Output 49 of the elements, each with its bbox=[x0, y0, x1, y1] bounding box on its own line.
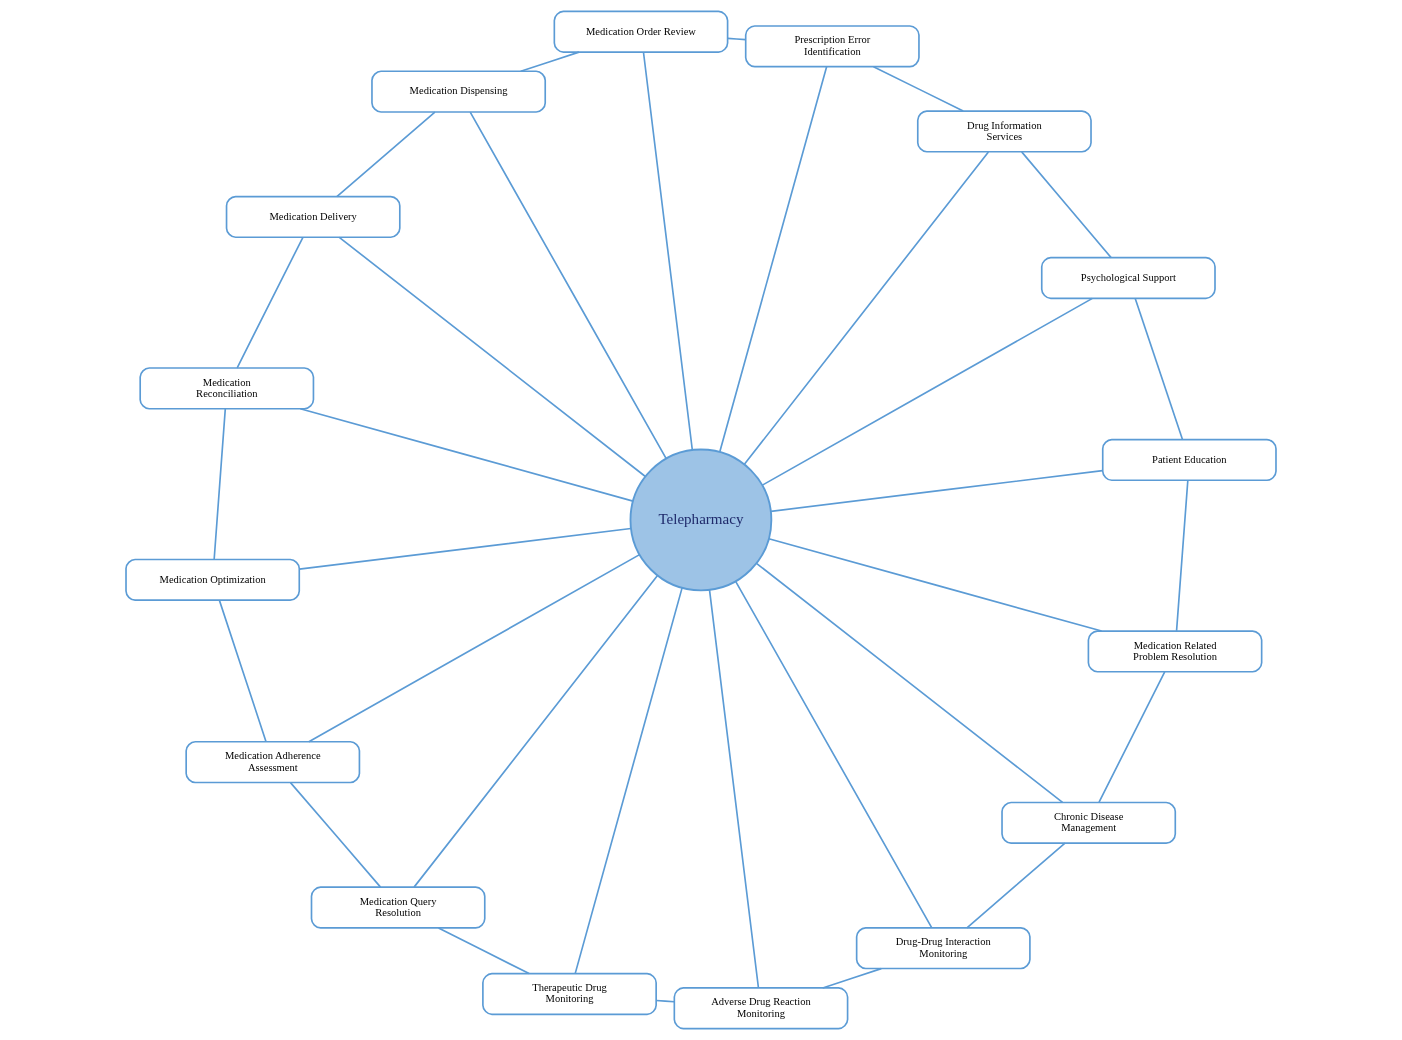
connector bbox=[308, 553, 641, 743]
connector bbox=[708, 589, 760, 989]
node-box: Therapeutic Drug Monitoring bbox=[482, 972, 657, 1016]
connector bbox=[1098, 671, 1166, 803]
connector bbox=[655, 999, 675, 1003]
node-box: Chronic Disease Management bbox=[1001, 801, 1177, 844]
node-box: Medication Optimization bbox=[125, 558, 301, 601]
connector bbox=[336, 111, 436, 198]
node-box: Adverse Drug Reaction Monitoring bbox=[673, 987, 849, 1030]
connector bbox=[1134, 297, 1184, 441]
connector bbox=[298, 527, 632, 571]
connector bbox=[761, 297, 1094, 486]
connector bbox=[413, 574, 659, 888]
node-box: Prescription Error Identification bbox=[744, 25, 920, 68]
connector bbox=[743, 151, 990, 466]
connector bbox=[821, 967, 883, 989]
node-box: Drug Information Services bbox=[916, 110, 1092, 153]
connector bbox=[966, 842, 1066, 929]
connector bbox=[872, 65, 964, 112]
connector bbox=[726, 37, 747, 41]
connector bbox=[299, 407, 634, 502]
connector bbox=[338, 236, 647, 478]
connector bbox=[755, 562, 1064, 804]
node-box: Medication Delivery bbox=[225, 195, 401, 239]
connector bbox=[213, 408, 227, 561]
node-box: Medication Order Review bbox=[553, 10, 729, 53]
node-box: Medication Related Problem Resolution bbox=[1087, 630, 1263, 673]
connector bbox=[574, 587, 683, 975]
connector bbox=[770, 469, 1104, 513]
node-circle: Telepharmacy bbox=[629, 448, 773, 592]
connector bbox=[437, 927, 530, 975]
connector bbox=[236, 236, 304, 369]
connector bbox=[768, 537, 1103, 632]
node-box: Medication Dispensing bbox=[371, 70, 547, 113]
node-box: Medication Query Resolution bbox=[310, 886, 486, 929]
connector bbox=[734, 580, 933, 929]
connector bbox=[718, 66, 828, 453]
connector bbox=[218, 599, 267, 743]
connector bbox=[469, 111, 668, 460]
node-box: Drug-Drug Interaction Monitoring bbox=[855, 927, 1031, 970]
node-box: Patient Education bbox=[1101, 438, 1277, 482]
node-box: Psychological Support bbox=[1040, 256, 1216, 300]
connector bbox=[289, 781, 382, 888]
node-box: Medication Adherence Assessment bbox=[185, 740, 361, 784]
connector bbox=[642, 51, 694, 451]
node-box: Medication Reconciliation bbox=[139, 367, 315, 410]
connector bbox=[519, 51, 580, 73]
connector bbox=[1020, 151, 1112, 259]
connector bbox=[1175, 479, 1189, 632]
